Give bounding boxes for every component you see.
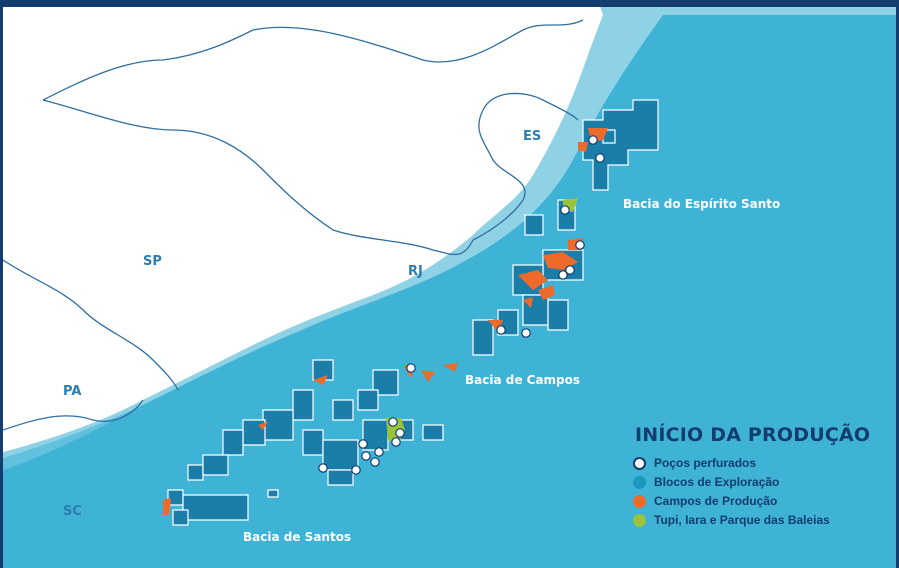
exploration-block bbox=[524, 214, 544, 236]
production-field bbox=[578, 142, 588, 152]
basin-label-espirito-santo: Bacia do Espírito Santo bbox=[623, 197, 780, 211]
exploration-block bbox=[262, 409, 294, 441]
drilled-well bbox=[358, 439, 368, 449]
state-borders bbox=[3, 19, 584, 431]
drilled-well bbox=[361, 451, 371, 461]
exploration-block bbox=[327, 469, 354, 486]
exploration-block-marker-icon bbox=[633, 475, 646, 489]
production-field bbox=[523, 297, 533, 308]
legend-title: INÍCIO DA PRODUÇÃO bbox=[635, 424, 871, 446]
drilled-wells bbox=[318, 135, 605, 475]
production-field bbox=[518, 270, 548, 290]
exploration-block bbox=[547, 299, 569, 331]
exploration-block bbox=[582, 99, 659, 191]
legend-label: Tupi, Iara e Parque das Baleias bbox=[654, 513, 830, 527]
production-field bbox=[163, 498, 171, 515]
drilled-well bbox=[595, 153, 605, 163]
top-bar bbox=[3, 0, 896, 7]
drilled-well bbox=[588, 135, 598, 145]
production-field bbox=[443, 363, 458, 372]
drilled-well bbox=[391, 437, 401, 447]
basin-label-santos-suffix: Santos bbox=[305, 530, 351, 544]
exploration-block bbox=[202, 454, 229, 476]
drilled-well bbox=[575, 240, 585, 250]
exploration-block bbox=[222, 429, 244, 456]
state-label-rj: RJ bbox=[408, 264, 423, 279]
exploration-block bbox=[472, 319, 494, 356]
basin-label-santos: Bacia de Santos bbox=[243, 530, 351, 544]
exploration-block bbox=[332, 399, 354, 421]
exploration-block bbox=[422, 424, 444, 441]
legend-label: Blocos de Exploração bbox=[654, 475, 780, 489]
exploration-block bbox=[182, 494, 249, 521]
state-label-es: ES bbox=[523, 129, 541, 144]
production-field bbox=[538, 285, 555, 300]
drilled-well bbox=[496, 325, 506, 335]
legend-item-tupi-iara: Tupi, Iara e Parque das Baleias bbox=[633, 511, 896, 529]
legend-item-production-fields: Campos de Produção bbox=[633, 492, 896, 510]
exploration-block bbox=[357, 389, 379, 411]
production-field bbox=[313, 375, 328, 385]
drilled-well bbox=[558, 270, 568, 280]
drilled-well bbox=[370, 457, 380, 467]
state-label-pa: PA bbox=[63, 384, 81, 399]
state-label-sc: SC bbox=[63, 504, 82, 519]
exploration-block bbox=[187, 464, 204, 481]
basin-label-campos: Bacia de Campos bbox=[465, 373, 580, 387]
exploration-block bbox=[172, 509, 189, 526]
drilled-well bbox=[374, 447, 384, 457]
exploration-block bbox=[372, 369, 399, 396]
drilled-well bbox=[560, 205, 570, 215]
legend-label: Campos de Produção bbox=[654, 494, 778, 508]
drilled-well bbox=[521, 328, 531, 338]
exploration-block bbox=[267, 489, 279, 498]
state-label-sp: SP bbox=[143, 254, 162, 269]
exploration-block bbox=[302, 429, 324, 456]
drilled-well-marker-icon bbox=[633, 456, 646, 470]
production-field bbox=[421, 370, 435, 382]
exploration-block bbox=[242, 419, 266, 446]
drilled-well bbox=[351, 465, 361, 475]
legend-item-exploration-blocks: Blocos de Exploração bbox=[633, 473, 896, 491]
production-field-marker-icon bbox=[633, 494, 646, 508]
drilled-well bbox=[388, 417, 398, 427]
drilled-well bbox=[406, 363, 416, 373]
production-field bbox=[258, 422, 268, 430]
exploration-block bbox=[292, 389, 314, 421]
drilled-well bbox=[565, 265, 575, 275]
oil-basins-map: ES SP RJ PA SC bbox=[3, 0, 896, 568]
drilled-well bbox=[318, 463, 328, 473]
basin-label-santos-prefix: Bacia de bbox=[243, 530, 300, 544]
legend-item-drilled-wells: Poços perfurados bbox=[633, 454, 896, 472]
tupi-iara-marker-icon bbox=[633, 513, 646, 527]
legend-label: Poços perfurados bbox=[654, 456, 757, 470]
land bbox=[3, 0, 603, 452]
drilled-well bbox=[395, 428, 405, 438]
exploration-block bbox=[322, 439, 359, 471]
legend: INÍCIO DA PRODUÇÃO Poços perfurados Bloc… bbox=[633, 424, 896, 530]
